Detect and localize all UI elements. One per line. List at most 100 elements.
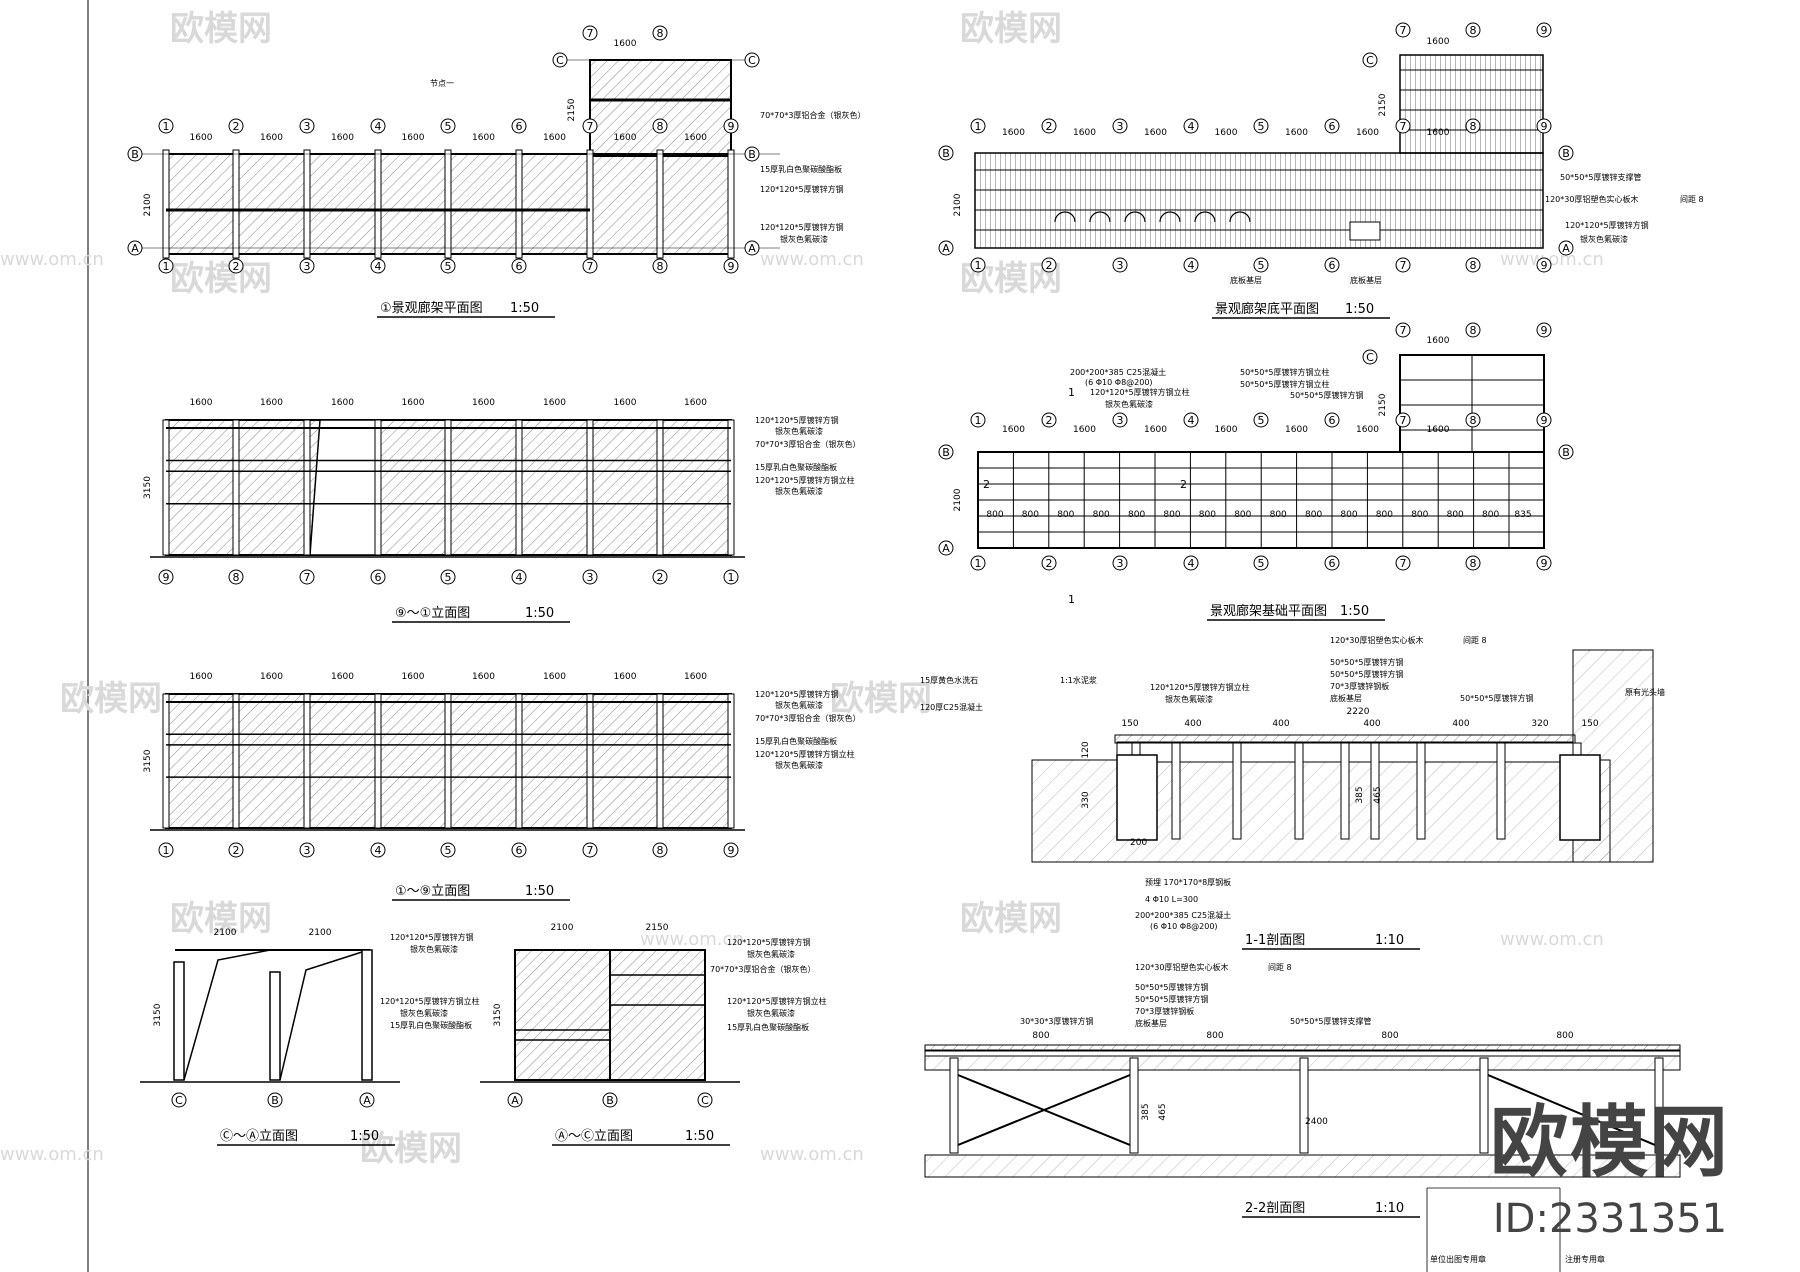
foundation-dim-800: 800 — [1482, 510, 1499, 520]
elevation-column — [586, 419, 594, 556]
elevation-ac-dim: 2150 — [646, 923, 669, 933]
elevation-grid — [652, 569, 668, 585]
section-2-2-dim-2400: 2400 — [1305, 1117, 1328, 1127]
bottom-plan-grid-top — [1183, 118, 1199, 134]
plan-grid-top — [299, 118, 315, 134]
plan-column — [586, 149, 594, 259]
elevation-ac-grid — [697, 1092, 713, 1108]
plan-dim-bay: 1600 — [260, 133, 283, 143]
elevation-ca-dim: 2100 — [214, 928, 237, 938]
plan-grid-bottom — [299, 258, 315, 274]
plan-grid-c — [552, 52, 568, 68]
bottom-plan-grid-a-right-label: A — [1562, 242, 1570, 255]
bottom-plan-grid-top — [1395, 118, 1411, 134]
section-2-2-post — [949, 1057, 959, 1154]
watermark-logo: 欧模网 — [830, 679, 932, 719]
foundation-grid-ext-label: 9 — [1541, 324, 1548, 337]
section-2-2-note-5: 底板基层 — [1135, 1018, 1167, 1028]
section-2-2-note-6: 30*30*3厚镀锌方钢 — [1020, 1016, 1093, 1026]
section-1-1-note-16: (6 Φ10 Φ8@200) — [1150, 922, 1218, 931]
bottom-plan-arch — [1194, 211, 1216, 223]
elevation-dim-height: 3150 — [143, 476, 153, 499]
foundation-section-mark-1: 1 — [1068, 386, 1075, 399]
foundation-dim-bay: 1600 — [1356, 425, 1379, 435]
foundation-grid-bottom-label: 5 — [1258, 557, 1265, 570]
bottom-plan-dim-bay: 1600 — [1002, 128, 1025, 138]
bottom-plan-grid-top-label: 5 — [1258, 120, 1265, 133]
elevation-grid-label: 3 — [304, 844, 311, 857]
elevation-grid-label: 9 — [728, 844, 735, 857]
elevation-ca-note-5: 15厚乳白色聚碳酸酯板 — [390, 1020, 472, 1030]
bottom-plan-note-2: 120*30厚铝塑色实心板木 — [1545, 194, 1638, 204]
foundation-grid-top — [1536, 412, 1552, 428]
plan-grid-top-label: 4 — [375, 120, 382, 133]
elevation-column — [727, 693, 735, 829]
plan-grid-c-right — [744, 52, 760, 68]
plan-column — [232, 149, 240, 259]
bottom-plan-grid-top-label: 4 — [1188, 120, 1195, 133]
foundation-grid-bottom — [1112, 555, 1128, 571]
foundation-grid-top — [1465, 412, 1481, 428]
foundation-dim-ext-h: 2150 — [1378, 393, 1388, 416]
section-2-2-note-3: 50*50*5厚镀锌方钢 — [1135, 994, 1208, 1004]
plan-column — [444, 149, 452, 259]
bottom-plan-dim-bay: 1600 — [1073, 128, 1096, 138]
plan-grid-top — [158, 118, 174, 134]
plan-dim-bay: 1600 — [543, 133, 566, 143]
foundation-grid-top-label: 7 — [1400, 414, 1407, 427]
watermark-url: www.om.cn — [760, 1144, 864, 1165]
section-1-1-post — [1171, 742, 1181, 840]
bottom-plan-grid-b-right — [1558, 145, 1574, 161]
drawing-title-sec11: 1-1剖面图 — [1245, 933, 1305, 948]
elevation-column — [162, 693, 170, 829]
elevation-ac-grid — [602, 1092, 618, 1108]
section-1-1-dim-330: 330 — [1081, 791, 1091, 808]
watermark-url: www.om.cn — [640, 929, 744, 950]
bottom-plan-grid-bottom-label: 2 — [1046, 259, 1053, 272]
section-2-2-note-4: 70*3厚镀锌钢板 — [1135, 1006, 1194, 1016]
elevation-note-post: 120*120*5厚镀锌方钢立柱 — [755, 475, 855, 485]
bottom-plan-grid-bottom-label: 5 — [1258, 259, 1265, 272]
elevation-grid-label: 5 — [445, 571, 452, 584]
stamp-area — [1426, 1187, 1561, 1272]
elevation-note-panel: 15厚乳白色聚碳酸酯板 — [755, 736, 837, 746]
foundation-dim-800: 800 — [1163, 510, 1180, 520]
plan-grid-bottom — [440, 258, 456, 274]
elevation-ac-grid — [507, 1092, 523, 1108]
foundation-dim-800: 800 — [1411, 510, 1428, 520]
plan-note-paint: 银灰色氟碳漆 — [780, 234, 828, 244]
section-2-2-dim-800: 800 — [1556, 1031, 1573, 1041]
foundation-grid-bottom — [1536, 555, 1552, 571]
foundation-grid-top — [1253, 412, 1269, 428]
elevation-note-panel: 15厚乳白色聚碳酸酯板 — [755, 462, 837, 472]
bottom-plan-grid-a-label: A — [942, 242, 950, 255]
bottom-plan-grid-top-label: 2 — [1046, 120, 1053, 133]
section-2-2-dim-800: 800 — [1381, 1031, 1398, 1041]
section-1-1-dim: 150 — [1121, 719, 1138, 729]
foundation-grid-b-label: B — [942, 446, 950, 459]
section-1-1-dim-120: 120 — [1081, 741, 1091, 758]
foundation-grid-bottom-label: 6 — [1329, 557, 1336, 570]
bottom-plan-grid-top-label: 6 — [1329, 120, 1336, 133]
elevation-ac-note: 120*120*5厚镀锌方钢 — [727, 937, 811, 947]
plan-grid-top — [440, 118, 456, 134]
bottom-plan-note-1: 50*50*5厚镀锌支撑管 — [1560, 172, 1641, 182]
plan-grid-a — [127, 240, 143, 256]
plan-grid-c-right-label: C — [748, 54, 756, 67]
plan-dim-bay: 1600 — [472, 133, 495, 143]
elevation-grid-label: 9 — [163, 571, 170, 584]
bottom-plan-grid-ext-label: 7 — [1400, 24, 1407, 37]
stamp-label-2: 注册专用章 — [1565, 1254, 1605, 1264]
foundation-grid-bottom — [1395, 555, 1411, 571]
foundation-grid-bottom-label: 7 — [1400, 557, 1407, 570]
section-1-1-note-10: 1:1水泥浆 — [1060, 675, 1097, 685]
plan-column — [515, 149, 523, 259]
foundation-grid-bottom-label: 9 — [1541, 557, 1548, 570]
foundation-grid-a-label: A — [942, 542, 950, 555]
elevation-column — [374, 693, 382, 829]
elevation-dim-bay: 1600 — [331, 398, 354, 408]
